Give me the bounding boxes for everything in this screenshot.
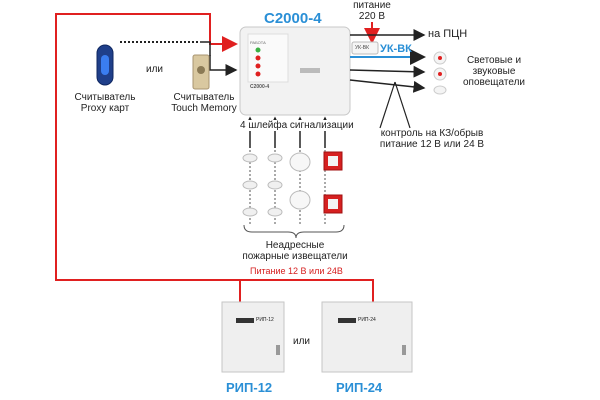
rip24-box <box>321 301 413 373</box>
smoke-detectors-column-1 <box>242 153 258 217</box>
manual-call-points <box>323 151 343 214</box>
pcn-label: на ПЦН <box>428 28 468 40</box>
detectors-label: Неадресные пожарные извещатели <box>242 240 348 262</box>
control-wire <box>394 81 411 129</box>
siren-wire-2 <box>349 79 426 93</box>
controller-title: С2000-4 <box>264 10 322 27</box>
controller-face-label: С2000-4 <box>250 84 270 90</box>
siren-3 <box>433 85 447 95</box>
power-220-label: питание 220 В <box>353 0 391 22</box>
rip24-name: РИП-24 <box>336 380 383 395</box>
proxy-reader-label: Считыватель Proxy карт <box>74 92 136 114</box>
loops-label: 4 шлейфа сигнализации <box>240 120 354 131</box>
relay-label: УК-ВК <box>380 43 412 55</box>
controller-leds-label: РАБОТА <box>250 40 266 45</box>
smoke-detectors-column-2 <box>267 153 283 217</box>
tm-reader-label: Считыватель Touch Memory <box>171 92 237 114</box>
control-note: контроль на КЗ/обрыв питание 12 В или 24… <box>379 128 485 150</box>
relay-box <box>351 41 379 55</box>
tm-reader-wire <box>209 55 238 76</box>
heat-detectors <box>289 152 311 210</box>
rip24-tag: РИП-24 <box>358 317 376 323</box>
relay-tag: УК-ВК <box>355 45 370 51</box>
sirens-label: Световые и звуковые оповещатели <box>463 55 525 88</box>
power-or-label: или <box>293 336 311 347</box>
reader-or-label: или <box>146 64 164 75</box>
detectors-brace <box>243 224 345 239</box>
rip12-box <box>221 301 285 373</box>
rip12-name: РИП-12 <box>226 380 273 395</box>
power-note: Питание 12 В или 24В <box>250 266 343 276</box>
siren-wire-1 <box>349 65 426 78</box>
rip12-tag: РИП-12 <box>256 317 274 323</box>
control-wire-2 <box>379 81 396 129</box>
